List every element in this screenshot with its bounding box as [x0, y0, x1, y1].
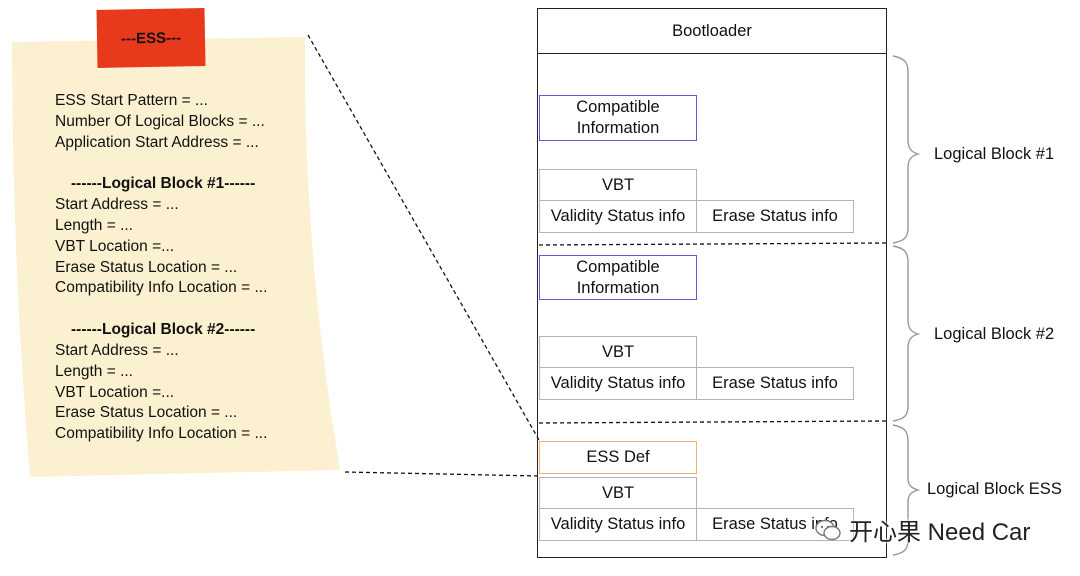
ess-panel-background: [12, 37, 340, 477]
ess-line: VBT Location =...: [55, 237, 175, 255]
watermark-text: 开心果 Need Car: [849, 519, 1031, 546]
block-divider-2: [538, 420, 888, 424]
ess-line: Erase Status Location = ...: [55, 258, 238, 276]
connector-top-dashed: [307, 34, 540, 441]
wechat-icon: [815, 519, 841, 541]
brace-block-ess: [892, 424, 921, 556]
ess-line: Erase Status Location = ...: [55, 404, 238, 422]
ess-line: VBT Location =...: [55, 383, 175, 401]
validity-status-box-2: Validity Status info: [539, 367, 697, 400]
block2-heading: ------Logical Block #2------: [71, 321, 256, 339]
brace-label-block-1: Logical Block #1: [934, 145, 1055, 163]
erase-status-box-2: Erase Status info: [696, 367, 854, 400]
compatible-info-box-1: Compatible Information: [539, 95, 697, 141]
brace-block-1: [892, 55, 921, 244]
brace-block-2: [892, 245, 921, 422]
erase-status-box-1: Erase Status info: [696, 200, 854, 233]
ess-line: Compatibility Info Location = ...: [55, 279, 268, 297]
validity-status-box-1: Validity Status info: [539, 200, 697, 233]
validity-status-box-ess: Validity Status info: [539, 508, 697, 541]
vbt-box-1: VBT: [539, 169, 697, 201]
ess-line: ESS Start Pattern = ...: [55, 92, 208, 109]
ess-tag: ---ESS---: [96, 8, 206, 68]
ess-line: Compatibility Info Location = ...: [55, 425, 268, 443]
ess-line: Start Address = ...: [55, 341, 179, 359]
compatible-info-box-2: Compatible Information: [539, 255, 697, 300]
ess-line: Length = ...: [55, 362, 133, 380]
bootloader-box: Bootloader: [537, 8, 887, 54]
ess-line: Number Of Logical Blocks = ...: [55, 112, 265, 130]
vbt-box-ess: VBT: [539, 477, 697, 509]
block-divider-1: [538, 242, 888, 246]
watermark: 开心果 Need Car: [815, 512, 1030, 547]
connector-bottom-dashed: [344, 471, 540, 477]
ess-panel-text: ESS Start Pattern = ... Number Of Logica…: [55, 91, 267, 445]
vbt-box-2: VBT: [539, 336, 697, 368]
brace-label-block-ess: Logical Block ESS: [927, 480, 1062, 498]
ess-line: Length = ...: [55, 216, 133, 234]
ess-line: Start Address = ...: [55, 196, 179, 214]
brace-label-block-2: Logical Block #2: [934, 325, 1055, 343]
ess-line: Application Start Address = ...: [55, 133, 259, 151]
ess-def-box: ESS Def: [539, 441, 697, 474]
block1-heading: ------Logical Block #1------: [71, 175, 256, 193]
